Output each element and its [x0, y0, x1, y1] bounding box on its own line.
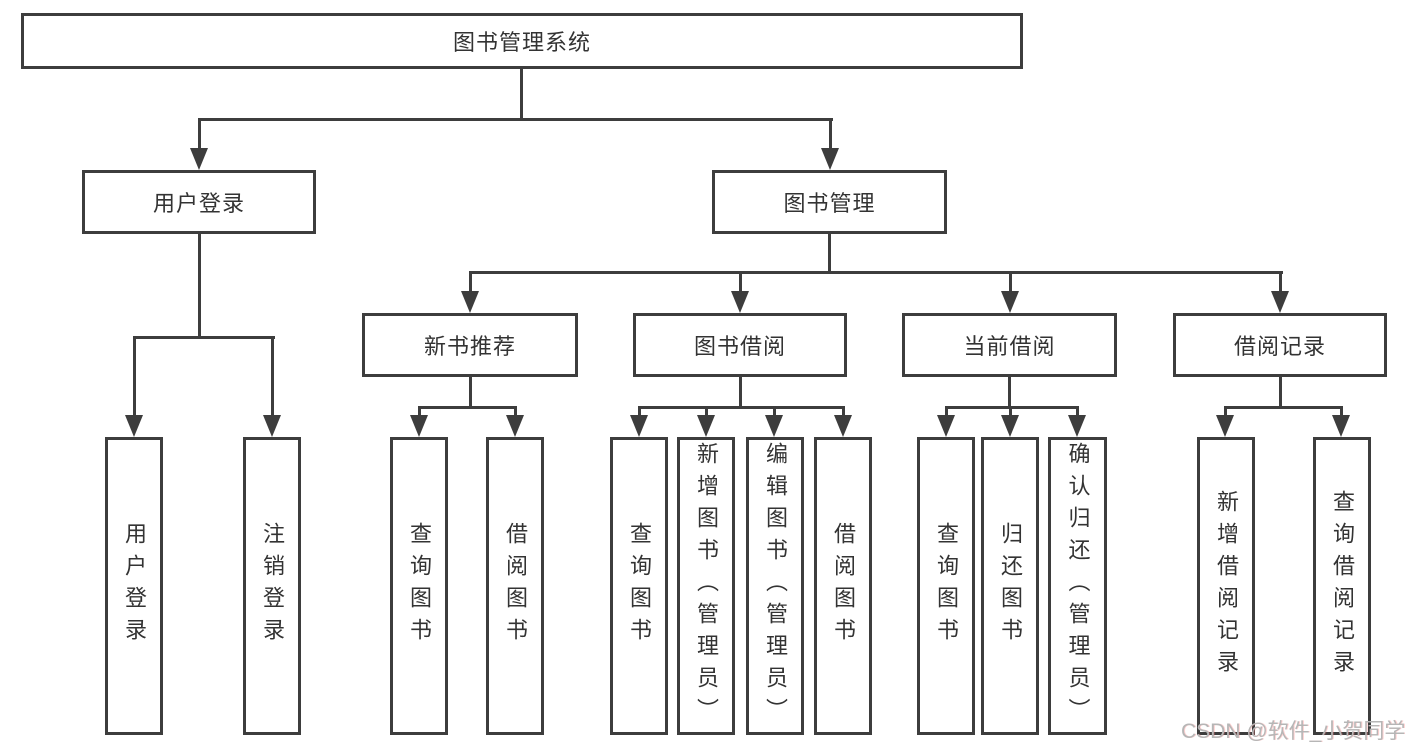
- node-user-login-label: 用户登录: [152, 191, 245, 216]
- connector-line: [773, 406, 776, 417]
- node-book-management: 图书管理: [712, 170, 947, 234]
- watermark-text: CSDN @软件_小贺同学: [1181, 720, 1405, 743]
- node-book-management-label: 图书管理: [783, 191, 876, 216]
- leaf-add-book-admin-label: 新增图书（管理员）: [694, 442, 719, 730]
- node-user-login: 用户登录: [82, 170, 316, 234]
- arrow-down-icon: [461, 291, 479, 313]
- connector-line: [1224, 406, 1343, 409]
- connector-line: [829, 118, 832, 152]
- leaf-add-borrow-record-label: 新增借阅记录: [1214, 490, 1239, 682]
- connector-line: [1279, 377, 1282, 408]
- leaf-return-book: 归还图书: [981, 437, 1039, 735]
- connector-line: [705, 406, 708, 417]
- leaf-borrow-book: 借阅图书: [814, 437, 872, 735]
- node-book-borrow-label: 图书借阅: [693, 334, 786, 359]
- connector-line: [469, 271, 472, 293]
- leaf-logout-label: 注销登录: [260, 522, 285, 650]
- connector-line: [1279, 271, 1282, 293]
- leaf-borrow-books-recommend: 借阅图书: [486, 437, 544, 735]
- leaf-query-books-current: 查询图书: [917, 437, 975, 735]
- node-new-book-recommend: 新书推荐: [362, 313, 578, 377]
- arrow-down-icon: [1332, 415, 1350, 437]
- connector-line: [638, 406, 845, 409]
- arrow-down-icon: [731, 291, 749, 313]
- arrow-down-icon: [1271, 291, 1289, 313]
- leaf-return-book-label: 归还图书: [998, 522, 1023, 650]
- node-library-system: 图书管理系统: [21, 13, 1023, 69]
- arrow-down-icon: [1068, 415, 1086, 437]
- connector-line: [469, 377, 472, 408]
- connector-line: [1008, 377, 1011, 408]
- arrow-down-icon: [765, 415, 783, 437]
- connector-line: [514, 406, 517, 417]
- connector-line: [199, 118, 833, 121]
- leaf-user-login: 用户登录: [105, 437, 163, 735]
- leaf-query-books-recommend-label: 查询图书: [407, 522, 432, 650]
- leaf-confirm-return-admin-label: 确认归还（管理员）: [1065, 442, 1091, 730]
- connector-line: [1224, 406, 1227, 417]
- connector-line: [198, 234, 201, 338]
- leaf-query-borrow-record: 查询借阅记录: [1313, 437, 1371, 735]
- connector-line: [271, 336, 274, 417]
- arrow-down-icon: [1001, 415, 1019, 437]
- node-borrow-records-label: 借阅记录: [1233, 334, 1326, 359]
- leaf-logout: 注销登录: [243, 437, 301, 735]
- arrow-down-icon: [1001, 291, 1019, 313]
- connector-line: [1009, 406, 1012, 417]
- leaf-query-borrow-record-label: 查询借阅记录: [1330, 490, 1355, 682]
- arrow-down-icon: [410, 415, 428, 437]
- arrow-down-icon: [190, 148, 208, 170]
- leaf-query-books-recommend: 查询图书: [390, 437, 448, 735]
- connector-line: [945, 406, 948, 417]
- arrow-down-icon: [834, 415, 852, 437]
- node-current-borrow: 当前借阅: [902, 313, 1117, 377]
- leaf-user-login-label: 用户登录: [122, 522, 147, 650]
- arrow-down-icon: [506, 415, 524, 437]
- leaf-confirm-return-admin: 确认归还（管理员）: [1048, 437, 1107, 735]
- connector-line: [133, 336, 136, 417]
- arrow-down-icon: [263, 415, 281, 437]
- connector-line: [520, 69, 523, 120]
- leaf-edit-book-admin-label: 编辑图书（管理员）: [763, 442, 788, 730]
- leaf-borrow-books-recommend-label: 借阅图书: [503, 522, 528, 650]
- arrow-down-icon: [937, 415, 955, 437]
- connector-line: [133, 336, 275, 339]
- connector-line: [945, 406, 1079, 409]
- node-book-borrow: 图书借阅: [633, 313, 847, 377]
- node-new-book-recommend-label: 新书推荐: [423, 334, 516, 359]
- node-borrow-records: 借阅记录: [1173, 313, 1387, 377]
- leaf-query-books-borrow-label: 查询图书: [627, 522, 652, 650]
- connector-line: [1340, 406, 1343, 417]
- arrow-down-icon: [1216, 415, 1234, 437]
- leaf-query-books-borrow: 查询图书: [610, 437, 668, 735]
- arrow-down-icon: [630, 415, 648, 437]
- leaf-query-books-current-label: 查询图书: [934, 522, 959, 650]
- leaf-add-book-admin: 新增图书（管理员）: [677, 437, 735, 735]
- connector-line: [828, 234, 831, 273]
- leaf-borrow-book-label: 借阅图书: [831, 522, 856, 650]
- leaf-edit-book-admin: 编辑图书（管理员）: [746, 437, 804, 735]
- connector-line: [469, 271, 1283, 274]
- arrow-down-icon: [125, 415, 143, 437]
- connector-line: [418, 406, 517, 409]
- connector-line: [1009, 271, 1012, 293]
- connector-line: [198, 118, 201, 152]
- connector-line: [739, 271, 742, 293]
- connector-line: [638, 406, 641, 417]
- arrow-down-icon: [697, 415, 715, 437]
- connector-line: [418, 406, 421, 417]
- arrow-down-icon: [821, 148, 839, 170]
- node-library-system-label: 图书管理系统: [452, 30, 591, 55]
- connector-line: [1076, 406, 1079, 417]
- connector-line: [842, 406, 845, 417]
- connector-line: [739, 377, 742, 408]
- leaf-add-borrow-record: 新增借阅记录: [1197, 437, 1255, 735]
- node-current-borrow-label: 当前借阅: [963, 334, 1056, 359]
